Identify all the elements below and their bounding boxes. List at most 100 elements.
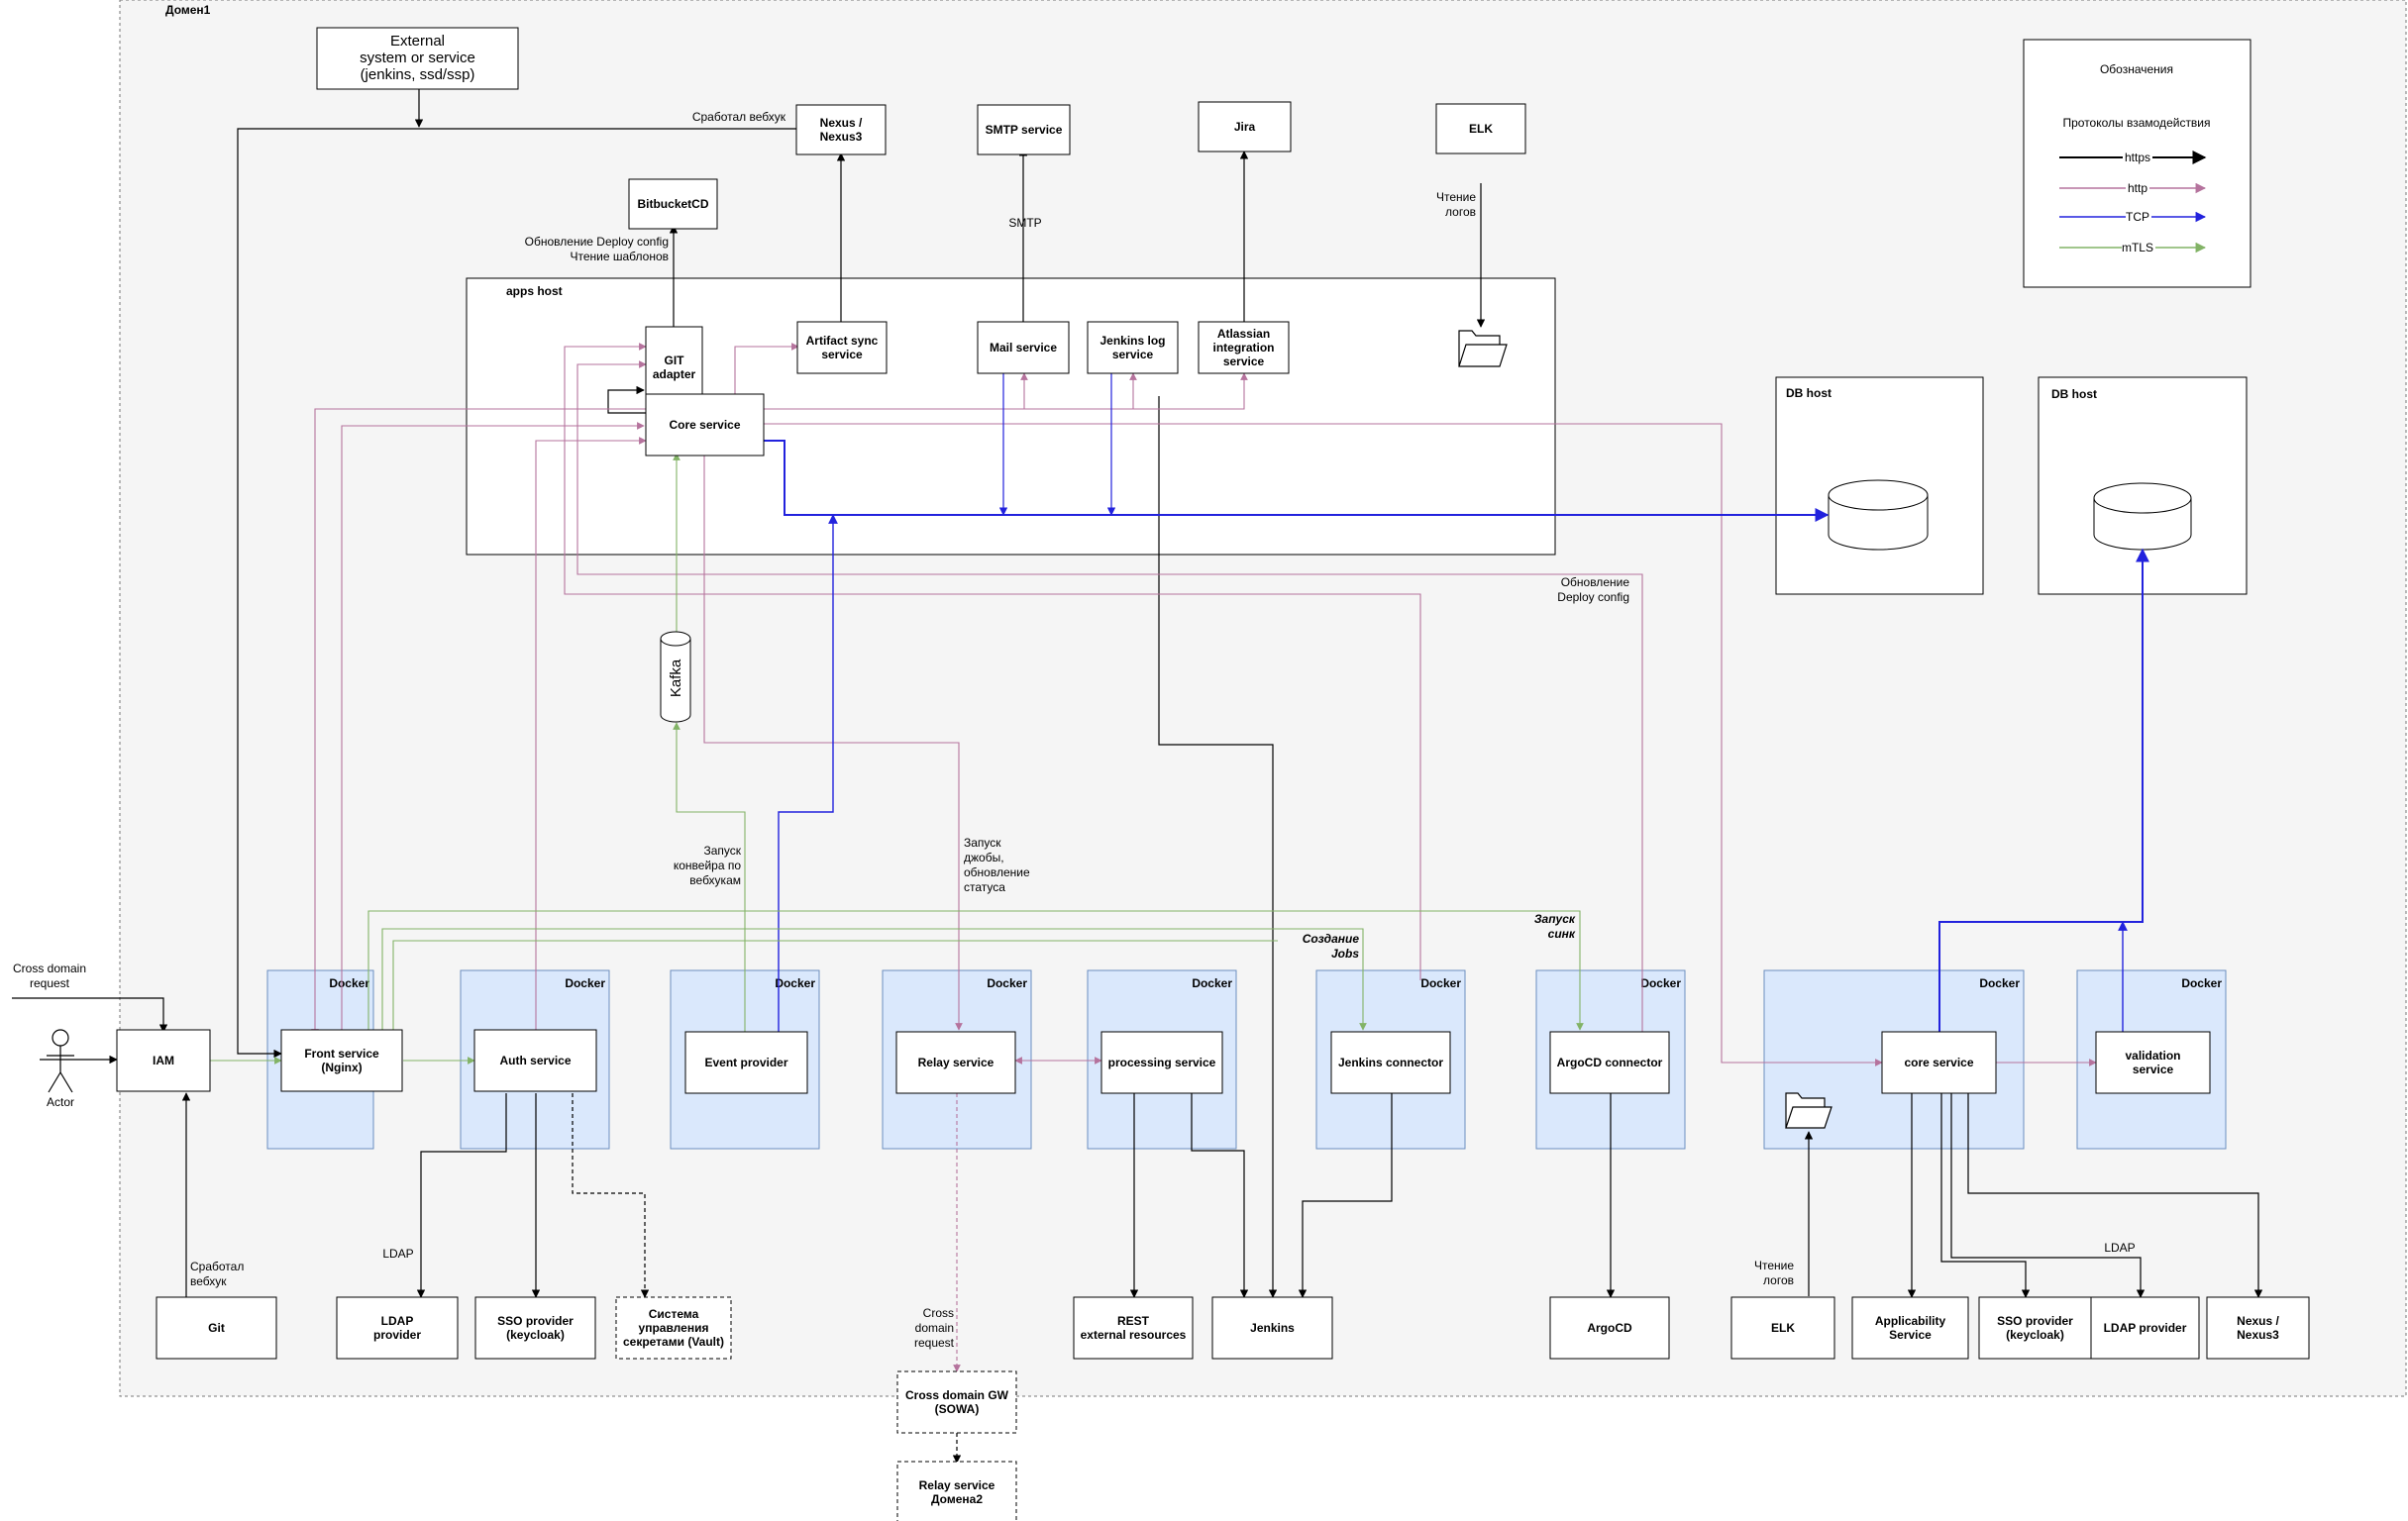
legend-title: Обозначения xyxy=(2100,62,2173,76)
node-label: Relay service xyxy=(919,1478,995,1492)
kafka-queue: Kafka xyxy=(660,631,691,723)
edge-label: Запуск xyxy=(703,844,741,858)
edge-label: Создание xyxy=(1303,932,1360,946)
node-label: Nexus3 xyxy=(820,130,863,144)
node-label: GIT xyxy=(665,354,685,367)
node-label: service xyxy=(1223,355,1265,368)
edge-label: логов xyxy=(1763,1273,1794,1287)
edge-label: Обновление xyxy=(1561,575,1630,589)
node-label: REST xyxy=(1117,1314,1150,1328)
edge-label: вебхук xyxy=(190,1274,227,1288)
node-label: секретами (Vault) xyxy=(623,1335,724,1349)
node-label: Atlassian xyxy=(1217,327,1270,341)
edge-label: request xyxy=(914,1336,955,1350)
connectors xyxy=(12,54,2263,1464)
edge-label: LDAP xyxy=(2104,1241,2135,1255)
docker-label: Docker xyxy=(329,976,369,990)
actor-icon xyxy=(47,1029,74,1093)
node-label: (keycloak) xyxy=(2006,1328,2064,1342)
node-label: service xyxy=(821,348,863,361)
edge-label: обновление xyxy=(964,865,1030,879)
node-label: IAM xyxy=(153,1054,174,1067)
node-front: Front service(Nginx) xyxy=(280,1029,403,1092)
apps-host-box xyxy=(466,277,1556,556)
edge-label: Чтение xyxy=(1436,190,1476,204)
edge-label: конвейра по xyxy=(674,859,741,872)
node-sso: SSO provider(keycloak) xyxy=(474,1296,596,1360)
legend-mtls: mTLS xyxy=(2122,241,2153,254)
node-label: Система xyxy=(649,1307,699,1321)
folder-icon xyxy=(1785,1092,1832,1129)
node-label: Relay service xyxy=(918,1056,995,1069)
node-label: LDAP provider xyxy=(2104,1321,2187,1335)
edge-label: Cross xyxy=(923,1306,954,1320)
node-label: Mail service xyxy=(990,341,1057,355)
node-label: service xyxy=(2133,1063,2174,1076)
node-nexus-top: Nexus /Nexus3 xyxy=(795,104,887,155)
docker-label: Docker xyxy=(1640,976,1681,990)
node-jira: Jira xyxy=(1198,101,1292,152)
edge-label: SMTP xyxy=(1008,216,1041,230)
node-bitbucket: BitbucketCD xyxy=(628,178,718,230)
edge-label: Jobs xyxy=(1331,947,1359,961)
edge-label: Чтение шаблонов xyxy=(571,250,670,263)
node-label: SMTP service xyxy=(986,123,1063,137)
edge-label: синк xyxy=(1548,927,1576,941)
edge-label: domain xyxy=(915,1321,954,1335)
edge-label: Запуск xyxy=(964,836,1001,850)
edge-label: request xyxy=(30,976,70,990)
node-label: Front service xyxy=(304,1047,379,1061)
docker-label: Docker xyxy=(1420,976,1461,990)
node-label: provider xyxy=(373,1328,421,1342)
legend-https: https xyxy=(2125,151,2150,164)
node-label: core service xyxy=(1904,1056,1973,1069)
node-label: external resources xyxy=(1081,1328,1187,1342)
database-2-icon xyxy=(2093,482,2192,551)
node-elk-top: ELK xyxy=(1435,103,1526,154)
node-label: ArgoCD connector xyxy=(1557,1056,1663,1069)
node-label: Jira xyxy=(1234,120,1256,134)
node-label: Auth service xyxy=(499,1054,571,1067)
node-label: Cross domain GW xyxy=(905,1388,1009,1402)
node-label: BitbucketCD xyxy=(637,197,708,211)
edge-label: Запуск xyxy=(1534,912,1576,926)
node-label: (jenkins, ssd/ssp) xyxy=(361,66,475,83)
node-argocd-connector: ArgoCD connector xyxy=(1549,1031,1670,1094)
node-label: Event provider xyxy=(704,1056,787,1069)
node-jenkins-connector: Jenkins connector xyxy=(1330,1031,1451,1094)
edge-label: вебхукам xyxy=(689,873,741,887)
node-ldap2: LDAP provider xyxy=(2090,1296,2200,1360)
node-label: Jenkins log xyxy=(1099,334,1165,348)
folder-icon xyxy=(1458,330,1508,367)
node-label: (Nginx) xyxy=(321,1061,362,1074)
node-elk-bottom: ELK xyxy=(1730,1296,1835,1360)
db-host-2-title: DB host xyxy=(2051,387,2097,401)
node-label: Nexus / xyxy=(820,116,863,130)
node-smtp: SMTP service xyxy=(977,104,1071,155)
node-argocd: ArgoCD xyxy=(1549,1296,1670,1360)
node-label: SSO provider xyxy=(1997,1314,2073,1328)
legend: Обозначения Протоколы взамодействия http… xyxy=(2023,39,2251,288)
domain-title: Домен1 xyxy=(165,3,211,17)
edge-label: Сработал вебхук xyxy=(692,110,786,124)
node-sso2: SSO provider(keycloak) xyxy=(1978,1296,2092,1360)
node-processing: processing service xyxy=(1100,1031,1223,1094)
edge-label: Deploy config xyxy=(1557,590,1629,604)
node-jenkins: Jenkins xyxy=(1211,1296,1333,1360)
node-label: Nexus / xyxy=(2237,1314,2279,1328)
node-label: validation xyxy=(2125,1049,2180,1063)
node-relay: Relay service xyxy=(895,1031,1016,1094)
edge-label: логов xyxy=(1445,205,1476,219)
node-label: adapter xyxy=(653,367,696,381)
node-nexus-bottom: Nexus /Nexus3 xyxy=(2206,1296,2310,1360)
node-label: Service xyxy=(1889,1328,1932,1342)
node-core-service: Core service xyxy=(645,393,765,456)
